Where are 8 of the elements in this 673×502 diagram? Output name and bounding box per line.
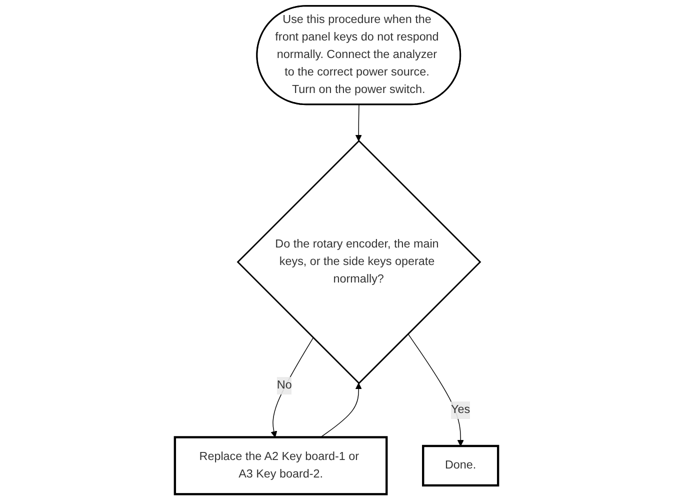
arrow: [320, 382, 362, 438]
arrow: [355, 104, 362, 142]
arrow: [270, 337, 314, 438]
node-box: Replace the A2 Key board-1 or A3 Key board-2.: [174, 436, 388, 496]
arrow: [408, 333, 464, 446]
edge-label: Yes: [451, 404, 470, 416]
node-box: Done.: [422, 444, 500, 486]
edge-label: No: [276, 379, 292, 392]
